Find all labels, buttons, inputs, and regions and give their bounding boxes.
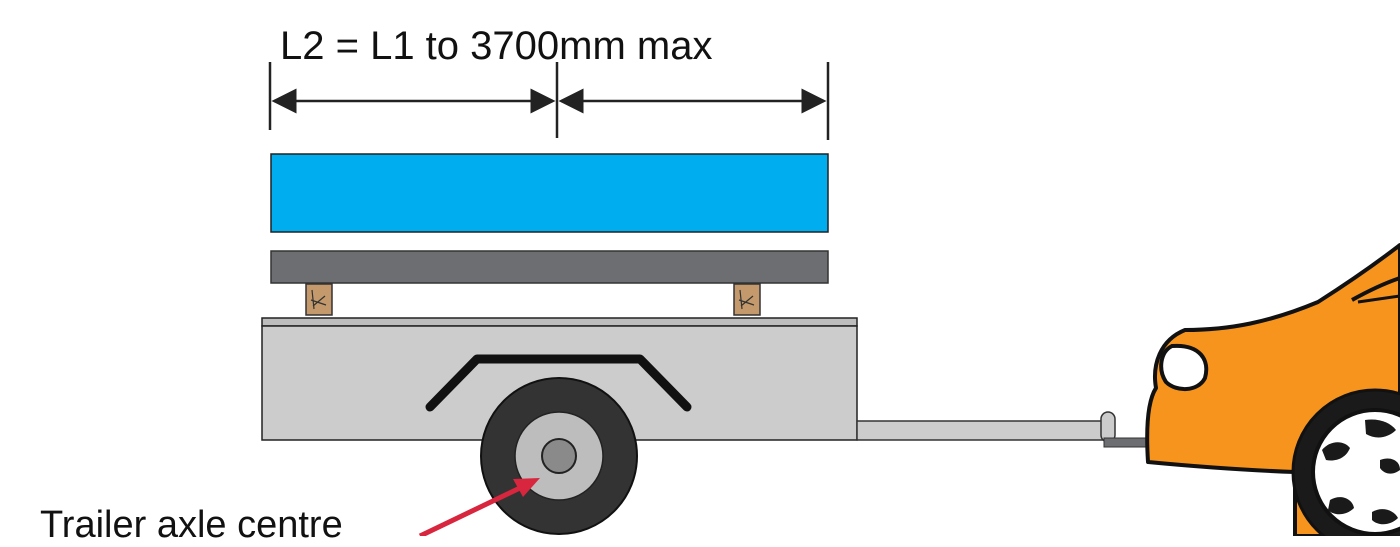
mudguard [425, 354, 692, 412]
dimension-label: L2 = L1 to 3700mm max [280, 24, 713, 68]
trailer-wheel [480, 377, 638, 535]
support-block-left [305, 283, 333, 316]
load-box [270, 153, 829, 233]
trailer-top-rail [261, 317, 858, 327]
dimension-lines [268, 62, 830, 140]
car-icon [1145, 243, 1400, 536]
axle-centre-label: Trailer axle centre [40, 504, 343, 546]
rack-bar [270, 250, 829, 284]
tow-coupling [1100, 411, 1151, 448]
trailer-drawbar [856, 420, 1114, 441]
arrow-icon [418, 478, 540, 536]
support-block-right [733, 283, 761, 316]
trailer-load-diagram [261, 62, 1400, 536]
